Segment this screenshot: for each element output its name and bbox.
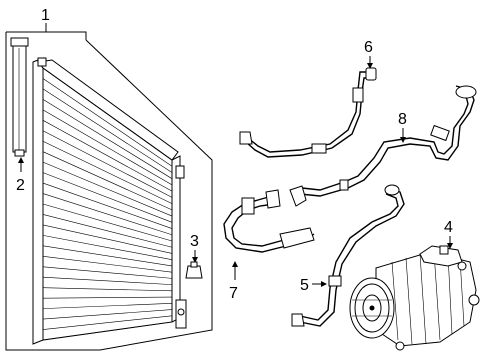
compressor-body-ribs: [391, 251, 465, 345]
callout-5-group[interactable]: 5: [300, 277, 327, 294]
pressure-valve-cap: [190, 261, 198, 268]
condenser-fin-line: [42, 161, 173, 217]
condenser-fin-line: [42, 224, 173, 254]
line-7-upper-fitting: [265, 189, 281, 209]
line-5-tube: [299, 187, 405, 327]
condenser-fin-line: [42, 287, 173, 292]
condenser-core: [32, 57, 187, 345]
compressor-mount-ear-1: [468, 294, 480, 306]
condenser-fin-line: [42, 182, 173, 229]
compressor: [349, 245, 480, 351]
condenser-fins: [42, 67, 173, 341]
condenser-left-tank: [32, 57, 44, 345]
line-8-tube-outline: [301, 93, 469, 191]
condenser-fin-line: [42, 78, 173, 167]
receiver-drier: [10, 37, 29, 157]
receiver-drier-body: [12, 39, 27, 153]
line-5-sleeve: [328, 275, 342, 287]
condenser-right-tank: [171, 155, 181, 323]
callout-7-label: 7: [229, 285, 238, 302]
condenser-fitting-bolt: [177, 308, 185, 316]
condenser-fin-line: [42, 296, 173, 299]
condenser-fin-line: [42, 235, 173, 260]
callout-7-group[interactable]: 7: [229, 261, 238, 302]
compressor-mount-ear-3: [457, 261, 467, 271]
compressor-pulley-grooves: [352, 299, 392, 317]
line-5: [291, 184, 405, 327]
callout-4-label: 4: [444, 219, 453, 236]
condenser-fin-line: [42, 151, 173, 211]
receiver-drier-cap: [10, 37, 29, 47]
condenser-fin-line: [42, 172, 173, 223]
line-6-end-fitting: [239, 131, 253, 145]
condenser-fitting-upper: [175, 165, 185, 179]
callout-8-label: 8: [398, 111, 407, 128]
line-6-valve-cap: [365, 67, 377, 81]
condenser-fin-line: [42, 99, 173, 179]
compressor-hub-bolt: [369, 305, 375, 311]
line-8-end-fitting: [455, 85, 477, 99]
callout-1-label: 1: [41, 7, 50, 24]
condenser-fin-line: [42, 88, 173, 173]
callout-1-leader: [45, 23, 87, 40]
receiver-drier-plug: [14, 149, 25, 157]
compressor-mount-ear-2: [395, 341, 405, 351]
compressor-port: [439, 245, 449, 255]
condenser-fin-line: [42, 193, 173, 236]
condenser-assembly-frame: [5, 32, 213, 351]
condenser-fin-line: [42, 245, 173, 267]
condenser-fin-line: [42, 276, 173, 285]
pressure-valve-body: [185, 265, 203, 279]
line-8-muffler: [430, 124, 450, 142]
line-7-clamp: [241, 197, 255, 215]
line-5-end-fitting: [291, 313, 305, 327]
condenser-fin-line: [42, 214, 173, 248]
line-8: [289, 85, 477, 207]
condenser-fin-line: [42, 67, 173, 161]
callout-3-label: 3: [190, 233, 199, 250]
callout-3-group[interactable]: 3: [190, 233, 199, 263]
callout-6-label: 6: [364, 39, 373, 56]
line-8-tube: [299, 85, 475, 197]
condenser-fin-line: [42, 315, 173, 330]
callout-2-label: 2: [16, 177, 25, 194]
condenser-fin-line: [42, 120, 173, 192]
line-7-lower-fitting: [279, 227, 315, 249]
line-5-tube-outline: [299, 193, 399, 321]
line-6-ferrule: [352, 87, 364, 103]
pressure-valve: [185, 261, 203, 279]
condenser-fin-line: [42, 309, 173, 320]
callout-8-group[interactable]: 8: [398, 111, 407, 143]
line-8-block-fitting: [289, 185, 307, 207]
condenser-fin-line: [42, 130, 173, 198]
condenser-fin-line: [42, 109, 173, 186]
condenser-fin-line: [42, 256, 173, 273]
condenser-fin-line: [42, 321, 173, 341]
line-6-tube-outline: [245, 77, 372, 158]
line-7: [223, 189, 315, 253]
line-6-clamp: [311, 143, 327, 154]
condenser-fin-line: [42, 303, 173, 309]
callout-1-group[interactable]: 1: [6, 7, 87, 40]
condenser-fin-line: [42, 203, 173, 242]
line-8-clamp: [339, 179, 349, 191]
condenser-top-header: [37, 59, 179, 161]
line-6: [239, 67, 377, 158]
line-5-upper-fitting: [384, 184, 400, 196]
condenser-fin-line: [42, 140, 173, 204]
callout-5-label: 5: [300, 277, 309, 294]
callout-2-group[interactable]: 2: [16, 157, 25, 194]
condenser-tab-top: [37, 57, 47, 67]
callout-6-group[interactable]: 6: [364, 39, 373, 69]
callout-4-group[interactable]: 4: [444, 219, 453, 249]
condenser-fin-line: [42, 266, 173, 279]
line-6-tube: [247, 71, 372, 153]
